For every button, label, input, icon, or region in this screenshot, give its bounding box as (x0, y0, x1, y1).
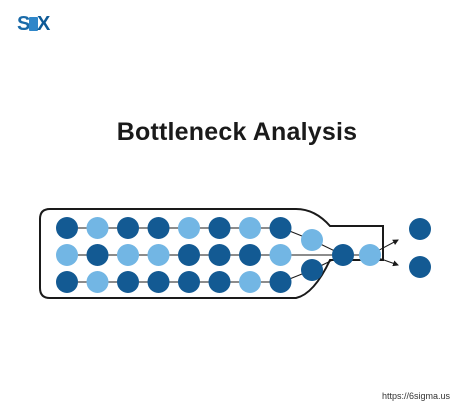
queue-circle-r2-c7 (239, 244, 261, 266)
queue-circle-r1-c5 (178, 217, 200, 239)
bottleneck-circle-1 (301, 229, 323, 251)
bottleneck-circles (301, 229, 381, 281)
six-sigma-logo: S X (17, 13, 51, 35)
queue-circle-r2-c3 (117, 244, 139, 266)
queue-circle-r1-c4 (147, 217, 170, 239)
bottleneck-circle-2 (301, 259, 323, 281)
bottleneck-circle-3 (332, 244, 354, 266)
queue-circle-r2-c8 (269, 244, 292, 266)
output-circle-1 (409, 218, 431, 240)
footer-url: https://6sigma.us (381, 391, 450, 401)
bottle-outline (39, 208, 384, 299)
queue-circle-r2-c6 (208, 244, 231, 266)
queue-circles (56, 217, 292, 293)
queue-circle-r3-c2 (86, 271, 109, 293)
queue-circle-r3-c4 (147, 271, 170, 293)
queue-circle-r1-c2 (86, 217, 109, 239)
queue-circle-r2-c1 (56, 244, 78, 266)
queue-circle-r1-c8 (269, 217, 292, 239)
queue-circle-r3-c6 (208, 271, 231, 293)
queue-circle-r3-c7 (239, 271, 261, 293)
queue-circle-r1-c1 (56, 217, 78, 239)
bottleneck-circle-4 (359, 244, 381, 266)
queue-circle-r2-c2 (86, 244, 109, 266)
logo-letter-x: X (37, 13, 51, 35)
page-title: Bottleneck Analysis (116, 118, 358, 146)
logo-letter-s: S (17, 13, 31, 35)
logo-middle-block (29, 17, 38, 31)
queue-circle-r1-c6 (208, 217, 231, 239)
queue-circle-r3-c1 (56, 271, 78, 293)
queue-circle-r1-c3 (117, 217, 139, 239)
queue-circle-r3-c8 (269, 271, 292, 293)
queue-circle-r2-c5 (178, 244, 200, 266)
queue-circle-r2-c4 (147, 244, 170, 266)
queue-circle-r3-c5 (178, 271, 200, 293)
output-circle-2 (409, 256, 431, 278)
queue-circle-r1-c7 (239, 217, 261, 239)
output-circles (409, 218, 431, 278)
queue-circle-r3-c3 (117, 271, 139, 293)
